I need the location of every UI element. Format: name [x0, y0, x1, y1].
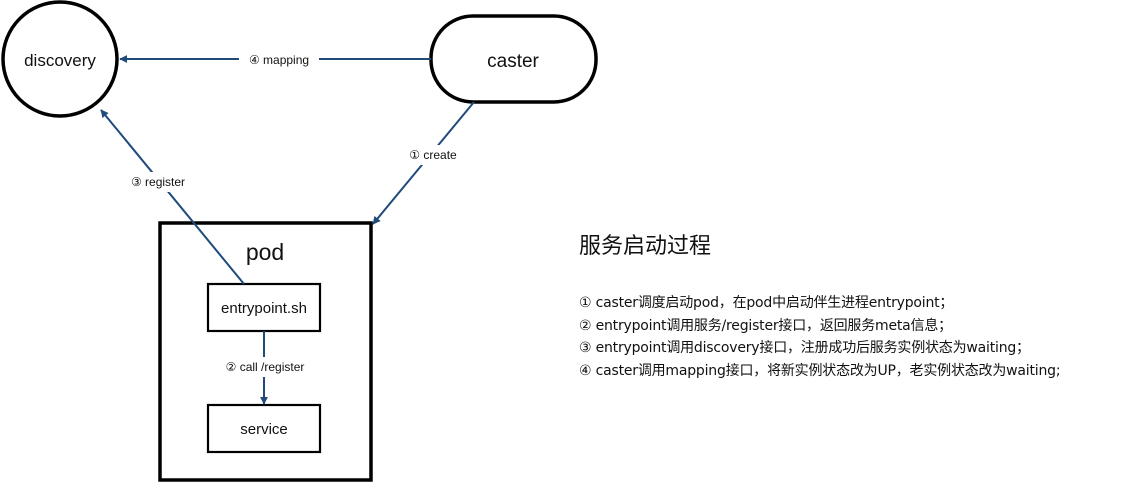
entrypoint-node: entrypoint.sh [206, 282, 322, 333]
register-arrow [100, 109, 245, 285]
service-node: service [206, 403, 322, 454]
mapping-edge: ④ mapping [119, 50, 431, 68]
note-step-2: ② entrypoint调用服务/register接口，返回服务meta信息； [579, 317, 952, 334]
create-edge: ① create [372, 101, 475, 225]
entrypoint-label: entrypoint.sh [221, 300, 307, 317]
note-step-4: ④ caster调用mapping接口，将新实例状态改为UP，老实例状态改为wa… [579, 362, 1061, 379]
call-register-label: ② call /register [226, 360, 305, 374]
note-step-1: ① caster调度启动pod，在pod中启动伴生进程entrypoint； [579, 295, 954, 311]
discovery-node: discovery [1, 0, 119, 118]
caster-node: caster [429, 14, 598, 104]
service-label: service [240, 421, 288, 438]
mapping-label: ④ mapping [249, 53, 309, 67]
create-label: ① create [409, 148, 457, 162]
register-edge: ③ register [100, 109, 245, 285]
pod-label: pod [246, 239, 284, 265]
register-label: ③ register [131, 175, 185, 189]
caster-label: caster [487, 51, 539, 72]
notes-title: 服务启动过程 [579, 234, 712, 259]
discovery-label: discovery [24, 51, 96, 70]
notes-panel: 服务启动过程 ① caster调度启动pod，在pod中启动伴生进程entryp… [579, 232, 1132, 382]
notes-list: ① caster调度启动pod，在pod中启动伴生进程entrypoint； ②… [579, 292, 1132, 382]
note-step-3: ③ entrypoint调用discovery接口，注册成功后服务实例状态为wa… [579, 340, 1030, 356]
call-register-edge: ② call /register [216, 331, 314, 405]
